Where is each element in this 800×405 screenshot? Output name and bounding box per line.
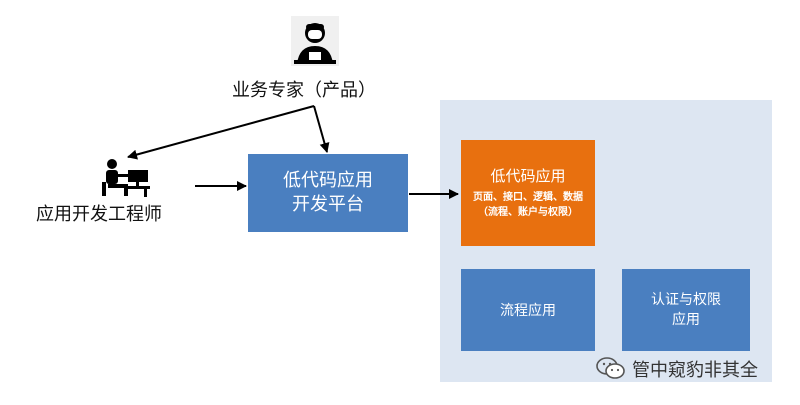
auth-app-label-line2: 应用 [672, 312, 700, 328]
watermark-text: 管中窥豹非其全 [632, 360, 758, 381]
lowcode-app-box: 低代码应用 页面、接口、逻辑、数据 （流程、账户与权限） [461, 140, 595, 246]
wechat-icon [596, 356, 626, 382]
person-icon [291, 16, 339, 70]
watermark: 管中窥豹非其全 [596, 356, 758, 382]
arrow-expert-to-platform [313, 105, 330, 153]
arrow-expert-to-developer [127, 105, 315, 160]
process-app-box: 流程应用 [461, 269, 595, 351]
lowcode-app-sub2: （流程、账户与权限） [478, 207, 578, 218]
process-app-label: 流程应用 [500, 303, 556, 319]
developer-at-desk-icon [100, 158, 150, 202]
product-expert-label: 业务专家（产品） [232, 80, 376, 101]
auth-app-box: 认证与权限 应用 [622, 269, 750, 351]
developer-label: 应用开发工程师 [36, 204, 162, 225]
lowcode-app-sub1: 页面、接口、逻辑、数据 [473, 192, 583, 203]
lowcode-platform-box: 低代码应用 开发平台 [248, 154, 408, 232]
platform-label-line2: 开发平台 [292, 194, 364, 215]
lowcode-app-title: 低代码应用 [490, 167, 566, 185]
platform-label-line1: 低代码应用 [283, 170, 373, 191]
auth-app-label-line1: 认证与权限 [651, 292, 721, 308]
